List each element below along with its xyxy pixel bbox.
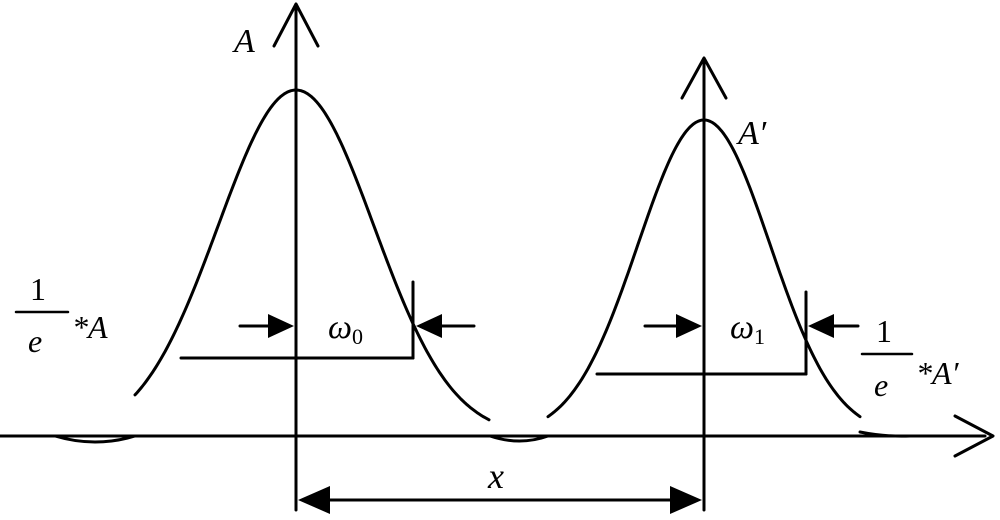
omega1-right-arrowhead (808, 314, 834, 338)
peak-right-label: A′ (736, 115, 767, 152)
level-left-tail: *A (72, 309, 108, 345)
left-gaussian-curve (133, 88, 491, 422)
omega0-label: ω0 (328, 309, 363, 349)
horizontal-axis-arrowhead (953, 414, 995, 458)
omega0-symbol: ω (328, 309, 352, 346)
omega0-left-arrowhead (268, 314, 294, 338)
level-left-numerator: 1 (30, 271, 46, 307)
middle-baseline-dip (488, 434, 550, 443)
level-right-numerator: 1 (876, 313, 892, 349)
omega0-subscript: 0 (352, 324, 363, 349)
omega1-left-arrowhead (676, 314, 702, 338)
right-gaussian-curve (546, 118, 862, 419)
level-right-denominator: e (874, 367, 888, 403)
right-vertical-axis-arrowhead (680, 56, 728, 100)
left-vertical-axis-arrowhead (272, 2, 320, 48)
level-left-denominator: e (28, 323, 42, 359)
omega1-subscript: 1 (754, 324, 765, 349)
level-right-tail: *A′ (916, 355, 960, 391)
omega0-right-arrowhead (416, 314, 442, 338)
separation-arrowhead-left (298, 486, 330, 514)
right-baseline-tail (858, 430, 912, 438)
omega1-symbol: ω (730, 309, 754, 346)
omega1-label: ω1 (730, 309, 765, 349)
separation-arrowhead-right (670, 486, 702, 514)
left-baseline-dip (53, 434, 137, 444)
separation-label: x (487, 456, 504, 496)
peak-left-label: A (232, 23, 255, 60)
